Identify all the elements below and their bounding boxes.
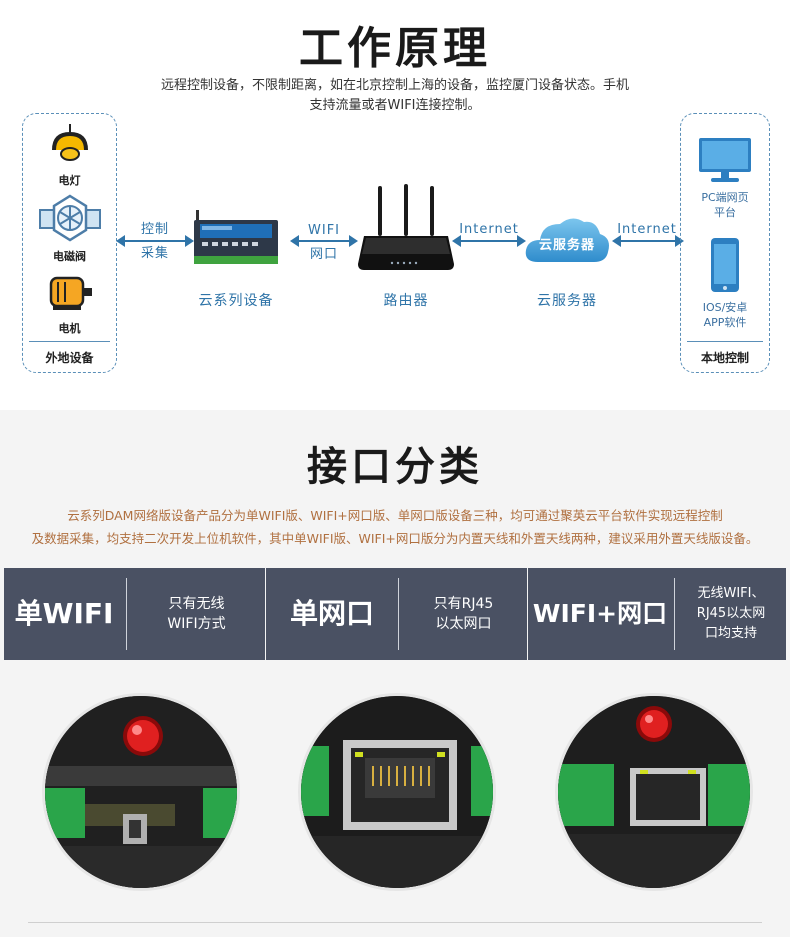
cloud-server-label: 云服务器 <box>537 293 597 309</box>
cloud-server-icon <box>525 218 609 262</box>
interface-name: 单网口 <box>289 597 374 630</box>
arrow2-label-bottom: 网口 <box>309 247 338 262</box>
interface-desc: 只有RJ45 以太网口 <box>400 568 527 660</box>
interface-desc-line-1: 云系列DAM网络版设备产品分为单WIFI版、WIFI+网口版、单网口版设备三种，… <box>67 508 723 523</box>
local-control-box: PC端网页 平台 IOS/安卓 APP软件 本地控制 <box>680 113 770 373</box>
wifi-ethernet-board-image <box>558 696 750 888</box>
lamp-label: 电灯 <box>58 174 81 187</box>
cloud-server-icon-text: 云服务器 <box>538 238 595 253</box>
interface-classification-section: 接口分类 云系列DAM网络版设备产品分为单WIFI版、WIFI+网口版、单网口版… <box>0 410 790 937</box>
interface-separator <box>674 578 675 650</box>
router-label: 路由器 <box>383 293 429 309</box>
interface-desc-2: 以太网口 <box>435 616 492 632</box>
interface-bar-wifi-ethernet: WIFI+网口 无线WIFI、 RJ45以太网 口均支持 <box>528 568 786 660</box>
interface-name: 单WIFI <box>14 597 114 630</box>
section-title-interface-classification: 接口分类 <box>307 444 483 490</box>
interface-desc-line-2: 及数据采集，均支持二次开发上位机软件，其中单WIFI版、WIFI+网口版分为内置… <box>31 531 759 546</box>
interface-desc-1: 只有无线 <box>168 596 225 612</box>
cloud-series-device-icon <box>194 210 278 264</box>
interface-desc-2: RJ45以太网 <box>696 606 766 621</box>
interface-name: WIFI+网口 <box>532 599 668 628</box>
single-ethernet-board-image <box>301 696 493 888</box>
section-title-working-principle: 工作原理 <box>299 23 491 74</box>
valve-label: 电磁阀 <box>53 250 86 263</box>
interface-desc-1: 只有RJ45 <box>433 596 494 612</box>
app-label-1: IOS/安卓 <box>702 301 748 314</box>
app-label-2: APP软件 <box>703 316 747 329</box>
arrow-internet-2 <box>612 235 684 247</box>
photo-single-wifi <box>42 693 240 891</box>
photo-single-ethernet <box>298 693 496 891</box>
arrow1-label-bottom-wrap: 采集 <box>130 245 180 262</box>
interface-separator <box>126 578 127 650</box>
remote-devices-footer: 外地设备 <box>29 341 110 366</box>
motor-label: 电机 <box>58 322 81 335</box>
interface-description: 云系列DAM网络版设备产品分为单WIFI版、WIFI+网口版、单网口版设备三种，… <box>12 504 778 550</box>
photo-wifi-ethernet <box>555 693 753 891</box>
router-icon <box>358 184 454 270</box>
local-control-footer: 本地控制 <box>687 341 763 366</box>
pc-web-label-1: PC端网页 <box>701 191 749 204</box>
arrow1-label: 控制 <box>130 221 180 238</box>
interface-desc-3: 口均支持 <box>704 626 757 641</box>
desc-line-2: 支持流量或者WIFI连接控制。 <box>309 98 481 113</box>
section-bottom-divider <box>28 922 762 923</box>
working-principle-description: 远程控制设备，不限制距离，如在北京控制上海的设备，监控厦门设备状态。手机 支持流… <box>120 76 670 116</box>
cloud-series-device-label: 云系列设备 <box>198 293 274 309</box>
interface-desc-2: WIFI方式 <box>167 616 226 632</box>
arrow1-label-bottom: 采集 <box>140 246 169 261</box>
interface-desc: 只有无线 WIFI方式 <box>128 568 265 660</box>
motor-icon <box>49 276 92 310</box>
phone-icon <box>711 238 739 292</box>
pc-web-label: PC端网页 平台 <box>681 190 769 220</box>
arrow3-label: Internet <box>459 222 519 237</box>
single-wifi-board-image <box>45 696 237 888</box>
desc-line-1: 远程控制设备，不限制距离，如在北京控制上海的设备，监控厦门设备状态。手机 <box>160 78 629 93</box>
monitor-icon <box>699 138 751 182</box>
valve-icon <box>39 194 101 242</box>
arrow1-label-top: 控制 <box>140 222 169 237</box>
interface-bar-single-wifi: 单WIFI 只有无线 WIFI方式 <box>4 568 265 660</box>
arrow-internet-1 <box>452 235 526 247</box>
arrow-wifi-ethernet <box>290 235 358 247</box>
working-principle-section: 工作原理 远程控制设备，不限制距离，如在北京控制上海的设备，监控厦门设备状态。手… <box>0 0 790 410</box>
arrow2-label-top: WIFI <box>308 223 340 238</box>
app-label: IOS/安卓 APP软件 <box>681 300 769 330</box>
arrow-control-collect <box>116 235 194 247</box>
lamp-icon <box>52 124 88 161</box>
interface-desc-1: 无线WIFI、 <box>697 586 765 601</box>
pc-web-label-2: 平台 <box>714 206 736 219</box>
interface-bar-single-ethernet: 单网口 只有RJ45 以太网口 <box>266 568 527 660</box>
arrow4-label: Internet <box>617 222 677 237</box>
interface-desc: 无线WIFI、 RJ45以太网 口均支持 <box>676 568 786 660</box>
remote-devices-box: 电灯 电磁阀 电机 外地设备 <box>22 113 117 373</box>
interface-separator <box>398 578 399 650</box>
